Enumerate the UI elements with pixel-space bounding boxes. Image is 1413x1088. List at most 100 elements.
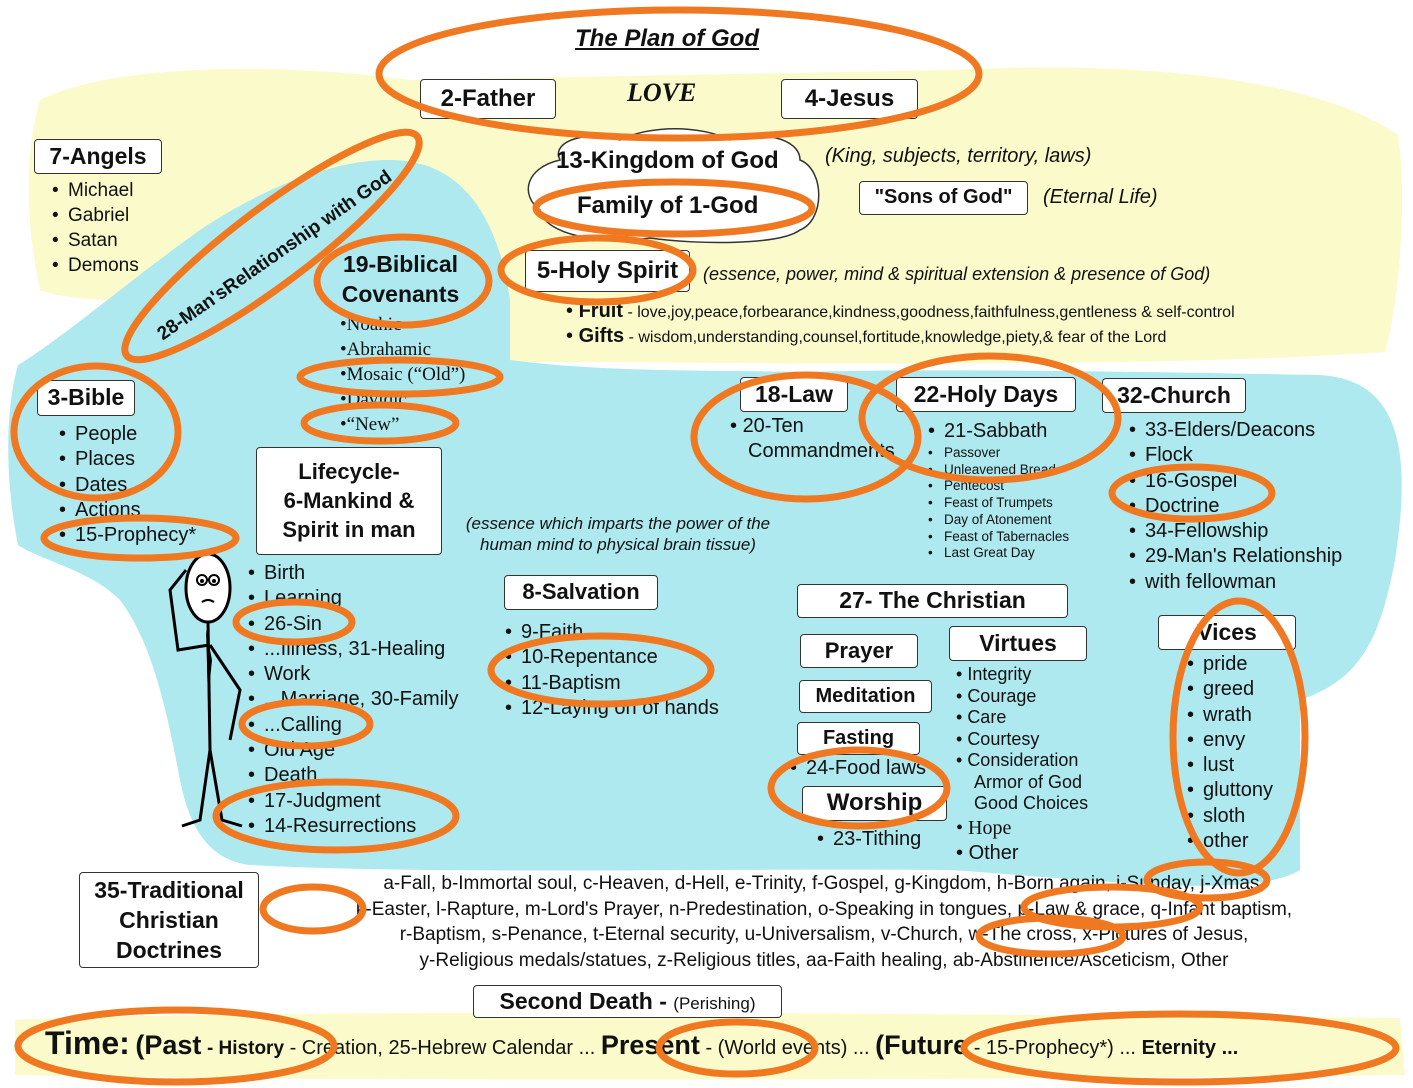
- salvation-list: 9-Faith 10-Repentance 11-Baptism 12-Layi…: [503, 620, 719, 721]
- virtues-list: • Integrity • Courage • Care • Courtesy …: [956, 664, 1088, 865]
- list-item: • 20-Ten: [730, 415, 804, 437]
- lifecycle-list: Birth Learning 26-Sin ...Illness, 31-Hea…: [246, 561, 459, 840]
- list-item: wrath: [1185, 703, 1273, 729]
- food-laws-item: 24-Food laws: [788, 757, 926, 780]
- list-item: gluttony: [1185, 778, 1273, 804]
- list-item: other: [1185, 829, 1273, 855]
- list-item: lust: [1185, 753, 1273, 779]
- gifts-text: - wisdom,understanding,counsel,fortitude…: [628, 329, 1167, 346]
- holy-days-main: 21-Sabbath: [926, 420, 1047, 443]
- timeline: Time: (Past - History - Creation, 25-Heb…: [45, 1025, 1239, 1061]
- kingdom-note: (King, subjects, territory, laws): [825, 145, 1092, 167]
- salvation-box: 8-Salvation: [504, 575, 658, 610]
- holy-days-box: 22-Holy Days: [896, 377, 1076, 412]
- fruit-text: - love,joy,peace,forbearance,kindness,go…: [627, 304, 1235, 321]
- list-item: 34-Fellowship: [1127, 519, 1342, 545]
- list-item: envy: [1185, 728, 1273, 754]
- list-item: Unleavened Bread: [926, 462, 1069, 479]
- list-item: ...Marriage, 30-Family: [246, 687, 459, 713]
- list-item: Armor of God: [974, 771, 1083, 792]
- list-item: Gabriel: [50, 203, 139, 228]
- page-title: The Plan of God: [575, 25, 759, 52]
- prayer-box: Prayer: [800, 634, 918, 668]
- worship-box: Worship: [802, 786, 947, 821]
- list-item: • Other: [956, 841, 1019, 864]
- list-item: • Courage: [956, 685, 1037, 706]
- kingdom-label: 13-Kingdom of God: [556, 147, 779, 174]
- church-list: 33-Elders/Deacons Flock 16-Gospel Doctri…: [1127, 418, 1342, 595]
- bible-list: People Places Dates Actions 15-Prophecy*: [57, 422, 196, 549]
- list-item: Pentecost: [926, 478, 1069, 495]
- doctrines-line: a-Fall, b-Immortal soul, c-Heaven, d-Hel…: [383, 873, 1265, 894]
- list-item: Actions: [57, 498, 196, 524]
- list-item: •Noahic: [340, 314, 402, 335]
- cloud-shape: [527, 128, 820, 244]
- list-item: ...Illness, 31-Healing: [246, 637, 459, 663]
- fasting-box: Fasting: [797, 722, 920, 755]
- covenants-list: •Noahic •Abrahamic •Mosaic (“Old”) •Davi…: [340, 312, 465, 437]
- list-item: 24-Food laws: [788, 757, 926, 780]
- stick-figure-icon: [168, 552, 243, 828]
- jesus-box: 4-Jesus: [781, 79, 918, 119]
- list-item: • Integrity: [956, 664, 1032, 684]
- sons-note: (Eternal Life): [1043, 186, 1158, 208]
- doctrines-line: y-Religious medals/statues, z-Religious …: [419, 949, 1229, 971]
- list-item: 12-Laying on of hands: [503, 696, 719, 722]
- list-item: 29-Man's Relationship: [1127, 544, 1342, 570]
- past-label: Past: [144, 1030, 202, 1060]
- gifts-line: • Gifts - wisdom,understanding,counsel,f…: [566, 325, 1167, 347]
- doctrines-text: a-Fall, b-Immortal soul, c-Heaven, d-Hel…: [264, 871, 1384, 973]
- sons-of-god-box: "Sons of God": [859, 181, 1028, 215]
- list-item: 33-Elders/Deacons: [1127, 418, 1342, 444]
- angels-box: 7-Angels: [34, 139, 162, 174]
- fruit-label: Fruit: [578, 300, 623, 322]
- list-item: Places: [57, 447, 196, 473]
- doctrines-line: k-Easter, l-Rapture, m-Lord's Prayer, n-…: [355, 898, 1293, 920]
- list-item: People: [57, 422, 196, 448]
- law-list: • 20-Ten Commandments: [730, 414, 895, 464]
- list-item: •Mosaic (“Old”): [340, 364, 466, 385]
- holy-days-list: Passover Unleavened Bread Pentecost Feas…: [926, 445, 1069, 562]
- list-item: Feast of Tabernacles: [926, 529, 1069, 546]
- list-item: Good Choices: [974, 793, 1089, 813]
- list-item: 16-Gospel: [1127, 469, 1342, 495]
- list-item: 9-Faith: [503, 620, 719, 646]
- list-item: • Hope: [956, 816, 1012, 839]
- time-label: Time:: [45, 1025, 130, 1061]
- list-item: Feast of Trumpets: [926, 495, 1069, 512]
- fruit-line: • Fruit - love,joy,peace,forbearance,kin…: [566, 300, 1235, 322]
- list-item: Day of Atonement: [926, 512, 1069, 529]
- vices-list: pride greed wrath envy lust gluttony slo…: [1185, 652, 1273, 855]
- list-item: • Care: [956, 707, 1007, 727]
- list-item: Dates: [57, 473, 196, 499]
- list-item: 15-Prophecy*: [57, 523, 196, 549]
- list-item: • Courtesy: [956, 728, 1040, 749]
- present-label: Present: [600, 1030, 700, 1060]
- holy-spirit-box: 5-Holy Spirit: [525, 250, 690, 292]
- spirit-note: (essence which imparts the power of the …: [465, 514, 771, 554]
- tithing-item: 23-Tithing: [815, 828, 921, 851]
- list-item: Last Great Day: [926, 545, 1069, 562]
- holy-spirit-note: (essence, power, mind & spiritual extens…: [703, 264, 1211, 284]
- father-box: 2-Father: [420, 79, 556, 119]
- list-item: 10-Repentance: [503, 645, 719, 671]
- gifts-label: Gifts: [578, 325, 625, 347]
- list-item: •Davidic: [340, 389, 407, 410]
- list-item: pride: [1185, 652, 1273, 678]
- lifecycle-box: Lifecycle- 6-Mankind & Spirit in man: [256, 447, 442, 555]
- law-box: 18-Law: [740, 377, 848, 412]
- list-item: Satan: [50, 228, 139, 253]
- list-item: Michael: [50, 178, 139, 203]
- list-item: • Consideration: [956, 750, 1079, 770]
- list-item: Flock: [1127, 443, 1342, 469]
- love-label: LOVE: [627, 78, 697, 107]
- list-item: Work: [246, 662, 459, 688]
- list-item: Demons: [50, 253, 139, 278]
- list-item: 14-Resurrections: [246, 814, 459, 840]
- meditation-box: Meditation: [799, 680, 932, 713]
- list-item: Doctrine: [1127, 494, 1342, 520]
- christian-box: 27- The Christian: [797, 584, 1068, 618]
- list-item: sloth: [1185, 804, 1273, 830]
- list-item: 17-Judgment: [246, 789, 459, 815]
- covenants-title: 19-Biblical Covenants: [341, 251, 460, 307]
